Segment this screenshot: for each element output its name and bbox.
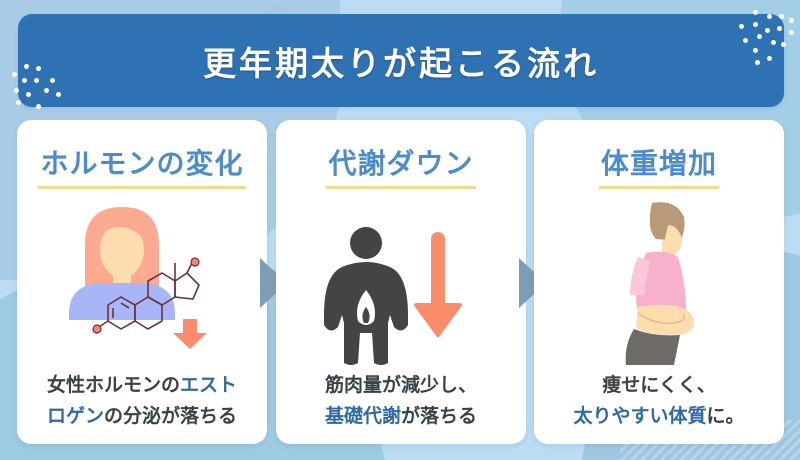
step-card-weight-gain: 体重増加 痩せにくく、 太りやすい体質に。 <box>534 120 784 444</box>
step-card-hormone: ホルモンの変化 <box>17 120 267 444</box>
desc-text: に。 <box>706 405 745 427</box>
desc-text: が落ちる <box>401 405 478 427</box>
desc-text: の分泌が落ちる <box>104 405 238 427</box>
dots-decoration-left <box>8 60 68 110</box>
desc-text: 女性ホルモンの <box>46 374 180 396</box>
desc-highlight: 太りやすい体質 <box>573 405 707 427</box>
desc-highlight: ロゲン <box>46 405 104 427</box>
page-title: 更年期太りが起こる流れ <box>203 43 599 83</box>
desc-text: 筋肉量が減少し、 <box>324 374 477 396</box>
step-card-metabolism: 代謝ダウン 筋肉量が減少し、 基礎代謝が落ちる <box>276 120 526 444</box>
desc-highlight: エスト <box>180 374 238 396</box>
weight-gain-woman-icon <box>534 195 784 365</box>
step-heading: 体重増加 <box>598 142 719 189</box>
step-heading: 代謝ダウン <box>326 142 476 189</box>
title-banner: 更年期太りが起こる流れ <box>18 14 784 107</box>
step-heading: ホルモンの変化 <box>38 142 246 189</box>
metabolism-down-icon <box>276 195 526 365</box>
desc-text: 痩せにくく、 <box>602 374 716 396</box>
desc-highlight: 基礎代謝 <box>324 405 401 427</box>
dots-decoration-right <box>735 8 795 68</box>
step-description: 女性ホルモンのエスト ロゲンの分泌が落ちる <box>17 370 267 432</box>
step-description: 筋肉量が減少し、 基礎代謝が落ちる <box>276 370 526 432</box>
woman-hormone-molecule-icon <box>17 195 267 365</box>
step-description: 痩せにくく、 太りやすい体質に。 <box>534 370 784 432</box>
